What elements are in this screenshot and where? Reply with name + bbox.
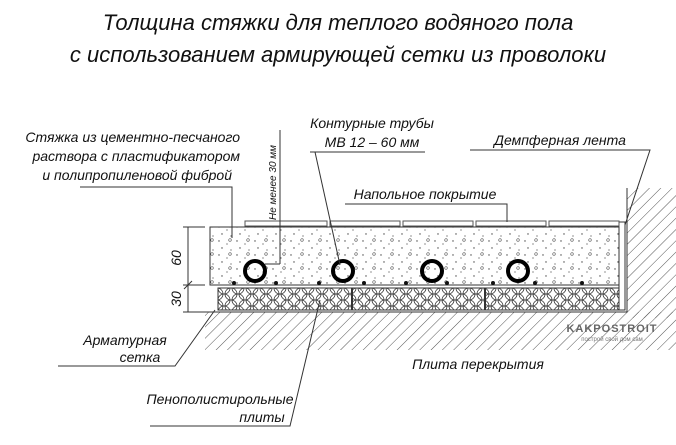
title-line-1: Толщина стяжки для теплого водяного пола — [103, 10, 574, 35]
label-slab: Плита перекрытия — [412, 356, 544, 372]
label-damper: Демпферная лента — [492, 132, 626, 148]
dimension-lines — [183, 226, 205, 313]
dimension-screed: 60 — [168, 250, 184, 266]
screed-layer — [209, 226, 620, 286]
label-pipes-1: Контурные трубы — [310, 115, 435, 131]
label-screed-1: Стяжка из цементно-песчаного — [25, 129, 240, 145]
floor-covering — [244, 220, 620, 227]
label-screed-2: раствора с пластификатором — [31, 148, 240, 164]
label-eps-1: Пенополистирольные — [146, 391, 293, 407]
title-line-2: с использованием армирующей сетки из про… — [70, 42, 606, 67]
dimension-insulation: 30 — [168, 291, 184, 307]
label-mesh-2: сетка — [120, 349, 161, 365]
label-eps-2: плиты — [239, 409, 285, 425]
watermark-tagline: построй свой дом сам — [581, 336, 643, 343]
floor-slab — [205, 188, 676, 350]
insulation-boards — [217, 287, 620, 311]
label-min-cover: Не менее 30 мм — [268, 145, 279, 220]
label-screed-3: и полипропиленовой фиброй — [42, 167, 232, 183]
reinforcement-mesh — [210, 281, 619, 286]
label-flooring: Напольное покрытие — [354, 186, 497, 202]
damper-tape — [618, 221, 626, 311]
leader-lines — [58, 130, 651, 427]
label-mesh-1: Арматурная — [82, 332, 167, 348]
watermark-brand: KAKPOSTROIT — [566, 323, 657, 335]
label-pipes-2: МВ 12 – 60 мм — [325, 134, 420, 150]
heating-pipes — [243, 259, 530, 283]
